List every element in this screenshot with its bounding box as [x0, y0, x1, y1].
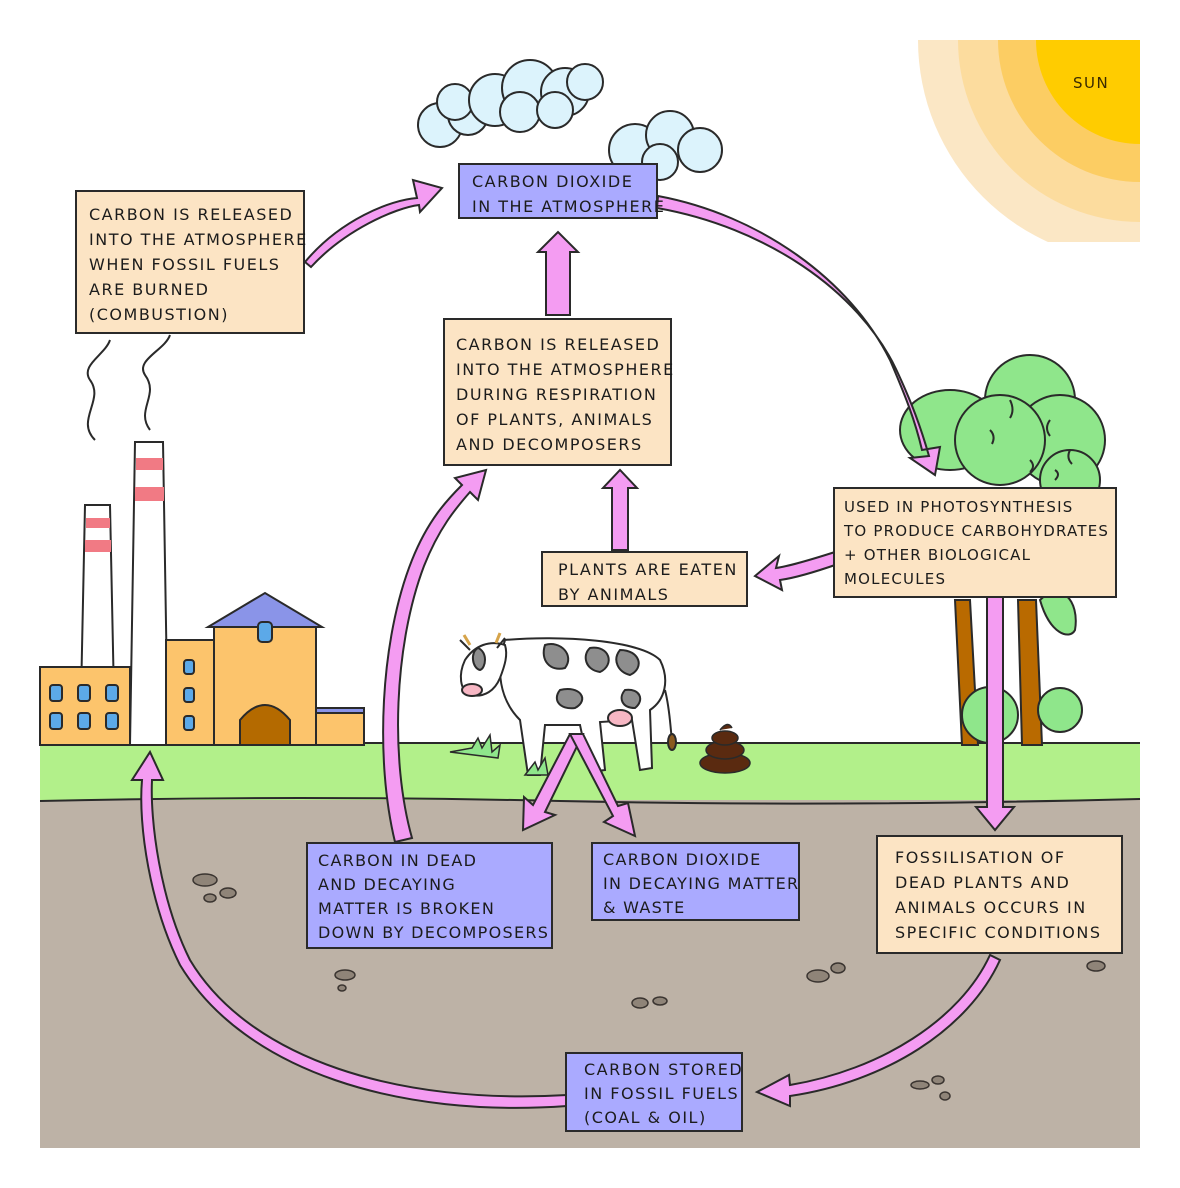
box-line: & WASTE — [603, 898, 686, 917]
dung-icon — [699, 723, 751, 774]
box-line: (COAL & OIL) — [584, 1108, 707, 1127]
box-line: IN FOSSIL FUELS — [584, 1084, 740, 1103]
pebbles — [192, 873, 1106, 1101]
arrow-respiration-to-atmosphere — [535, 230, 581, 316]
arrow-fossil-fuels-to-factory — [130, 749, 568, 1109]
arrow-atmosphere-to-photosynthesis — [655, 194, 942, 477]
arrow-decomposers-to-respiration — [382, 468, 488, 844]
box-line: AND DECOMPOSERS — [456, 435, 643, 454]
fossil-fuels-box: CARBON STORED IN FOSSIL FUELS (COAL & OI… — [565, 1052, 743, 1132]
decomposers-box: CARBON IN DEAD AND DECAYING MATTER IS BR… — [306, 842, 553, 949]
arrow-eaten-to-respiration — [600, 468, 640, 551]
decaying-co2-box: CARBON DIOXIDE IN DECAYING MATTER & WAST… — [591, 842, 800, 921]
box-line: CARBON DIOXIDE — [472, 172, 634, 191]
cycle-arrows — [130, 178, 1017, 1109]
grass-tuft — [449, 732, 549, 776]
box-line: CARBON DIOXIDE — [603, 850, 762, 869]
box-line: TO PRODUCE CARBOHYDRATES — [844, 522, 1110, 540]
plants-eaten-box: PLANTS ARE EATEN BY ANIMALS — [541, 551, 748, 607]
sun-label: SUN — [1073, 74, 1110, 92]
box-line: CARBON IN DEAD — [318, 851, 478, 870]
box-line: WHEN FOSSIL FUELS — [89, 255, 281, 274]
box-line: DEAD PLANTS AND — [895, 873, 1071, 892]
photosynthesis-box: USED IN PHOTOSYNTHESIS TO PRODUCE CARBOH… — [833, 487, 1117, 598]
box-line: FOSSILISATION OF — [895, 848, 1066, 867]
box-line: CARBON IS RELEASED — [89, 205, 294, 224]
box-line: PLANTS ARE EATEN — [558, 560, 738, 579]
box-line: ARE BURNED — [89, 280, 210, 299]
factory — [39, 334, 365, 746]
box-line: SPECIFIC CONDITIONS — [895, 923, 1102, 942]
arrow-cow-to-decomposition-right — [568, 733, 637, 838]
fossilisation-box: FOSSILISATION OF DEAD PLANTS AND ANIMALS… — [876, 835, 1123, 954]
box-line: (COMBUSTION) — [89, 305, 229, 324]
respiration-box: CARBON IS RELEASED INTO THE ATMOSPHERE D… — [443, 318, 675, 466]
box-line: MOLECULES — [844, 570, 947, 588]
sun-icon — [914, 40, 1140, 242]
box-line: USED IN PHOTOSYNTHESIS — [844, 498, 1074, 516]
box-line: + OTHER BIOLOGICAL — [844, 546, 1032, 564]
box-line: ANIMALS OCCURS IN — [895, 898, 1087, 917]
combustion-box: CARBON IS RELEASED INTO THE ATMOSPHERE W… — [75, 190, 308, 334]
box-line: IN THE ATMOSPHERE — [472, 197, 666, 216]
arrow-fossilisation-to-fossil-fuels — [754, 953, 1002, 1108]
box-line: CARBON STORED — [584, 1060, 744, 1079]
box-line: MATTER IS BROKEN — [318, 899, 496, 918]
box-line: IN DECAYING MATTER — [603, 874, 800, 893]
box-line: AND DECAYING — [318, 875, 457, 894]
box-line: INTO THE ATMOSPHERE — [89, 230, 308, 249]
arrow-photosynthesis-to-eaten — [753, 550, 840, 592]
box-line: DURING RESPIRATION — [456, 385, 658, 404]
box-line: CARBON IS RELEASED — [456, 335, 661, 354]
box-line: OF PLANTS, ANIMALS — [456, 410, 654, 429]
arrow-combustion-to-atmosphere — [303, 178, 444, 269]
cow-icon — [459, 632, 677, 776]
co2-atmosphere-box: CARBON DIOXIDE IN THE ATMOSPHERE — [458, 163, 666, 219]
box-line: BY ANIMALS — [558, 585, 670, 604]
box-line: DOWN BY DECOMPOSERS — [318, 923, 550, 942]
box-line: INTO THE ATMOSPHERE — [456, 360, 675, 379]
arrow-photosynthesis-to-fossilisation — [973, 596, 1017, 832]
tree-icon — [899, 354, 1106, 746]
cloud-icon — [468, 59, 604, 133]
